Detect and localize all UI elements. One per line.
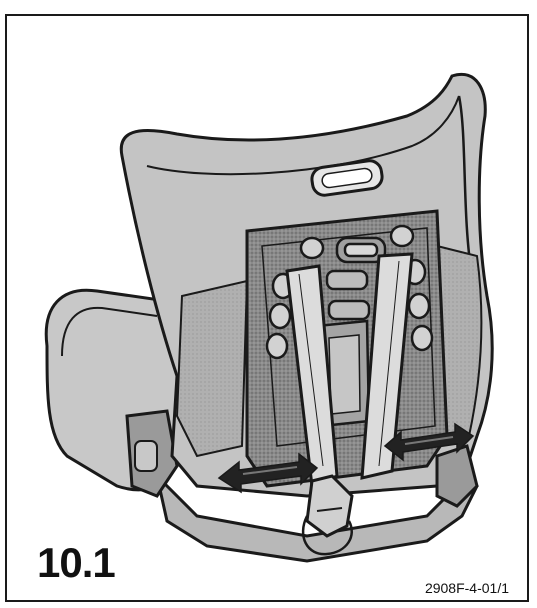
car-seat-illustration	[44, 72, 494, 563]
figure-frame: 10.1 2908F-4-01/1	[5, 14, 529, 602]
figure-number: 10.1	[37, 539, 116, 586]
right-belt-strap	[360, 252, 414, 480]
figure-code: 2908F-4-01/1	[424, 580, 509, 596]
double-headed-arrow-icon	[217, 452, 319, 494]
double-headed-arrow-icon	[383, 422, 475, 462]
crotch-strap	[305, 474, 354, 538]
harness-slots	[265, 224, 434, 360]
